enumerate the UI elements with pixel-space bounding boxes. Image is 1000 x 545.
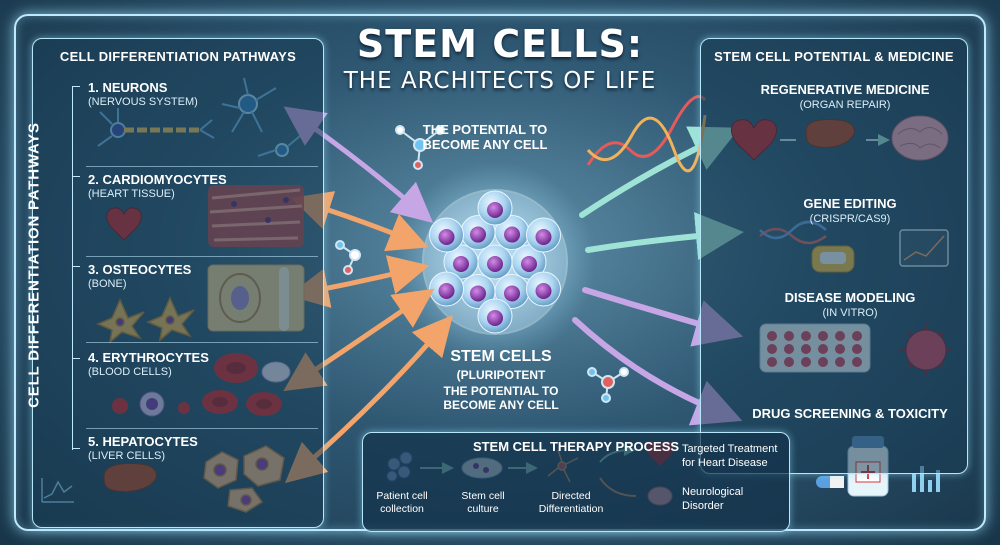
- cell-nucleus: [487, 256, 503, 272]
- stem-cells-caption: STEM CELLS (PLURIPOTENT THE POTENTIAL TO…: [443, 348, 559, 412]
- cell-nucleus: [487, 310, 503, 326]
- cell-nucleus: [535, 229, 552, 245]
- app-regenerative-medicine: REGENERATIVE MEDICINE (ORGAN REPAIR): [760, 82, 930, 111]
- pathway-bracket: [72, 86, 80, 450]
- cell-nucleus: [504, 285, 520, 302]
- title-main: STEM CELLS:: [356, 22, 644, 66]
- cell-nucleus: [438, 283, 455, 299]
- cell-nucleus: [453, 256, 469, 272]
- potential-caption-top: THE POTENTIAL TO BECOME ANY CELL: [422, 122, 548, 152]
- pathway-osteocytes: 3. OSTEOCYTES (BONE): [88, 262, 192, 290]
- pathway-hepatocytes: 5. HEPATOCYTES (LIVER CELLS): [88, 434, 198, 462]
- cell-nucleus: [504, 226, 520, 243]
- differentiation-panel-title: CELL DIFFERENTIATION PATHWAYS: [59, 49, 297, 64]
- molecule-icon: [335, 125, 629, 403]
- stem-cell-cluster-icon: [395, 162, 595, 362]
- data-chart-icon: [912, 466, 940, 492]
- pathway-divider: [86, 342, 318, 343]
- therapy-process-title: STEM CELL THERAPY PROCESS: [472, 439, 680, 454]
- cell-nucleus: [470, 285, 486, 302]
- app-disease-modeling: DISEASE MODELING (IN VITRO): [784, 290, 916, 319]
- therapy-process-panel: STEM CELL THERAPY PROCESS: [362, 432, 790, 532]
- medicine-panel-title: STEM CELL POTENTIAL & MEDICINE: [714, 49, 954, 64]
- pathway-divider: [86, 256, 318, 257]
- outcome-heart-disease: Targeted Treatment for Heart Disease: [682, 443, 778, 469]
- app-gene-editing: GENE EDITING (CRISPR/CAS9): [803, 196, 897, 225]
- pathway-cardiomyocytes: 2. CARDIOMYOCYTES (HEART TISSUE): [88, 172, 227, 200]
- step-patient-cell-collection: Patient cell collection: [376, 490, 428, 515]
- differentiation-panel: CELL DIFFERENTIATION PATHWAYS: [32, 38, 324, 528]
- cell-nucleus: [535, 283, 552, 299]
- pathway-neurons: 1. NEURONS (NERVOUS SYSTEM): [88, 80, 198, 108]
- title-subtitle: THE ARCHITECTS OF LIFE: [343, 68, 657, 94]
- pathway-divider: [86, 166, 318, 167]
- pathway-erythrocytes: 4. ERYTHROCYTES (BLOOD CELLS): [88, 350, 209, 378]
- dna-helix-icon: [586, 95, 707, 173]
- cell-nucleus: [438, 229, 455, 245]
- cell-nucleus: [470, 226, 486, 243]
- cell-nucleus: [487, 202, 503, 218]
- page-title: STEM CELLS: THE ARCHITECTS OF LIFE: [300, 22, 700, 94]
- vertical-pathways-label: CELL DIFFERENTIATION PATHWAYS: [25, 122, 43, 408]
- app-drug-screening: DRUG SCREENING & TOXICITY: [752, 406, 948, 421]
- outcome-neurological-disorder: Neurological Disorder: [682, 486, 744, 512]
- pathway-divider: [86, 428, 318, 429]
- cell-nucleus: [521, 256, 537, 272]
- step-stem-cell-culture: Stem cell culture: [461, 490, 505, 515]
- medicine-panel: STEM CELL POTENTIAL & MEDICINE: [700, 38, 968, 474]
- step-directed-differentiation: Directed Differentiation: [538, 490, 604, 515]
